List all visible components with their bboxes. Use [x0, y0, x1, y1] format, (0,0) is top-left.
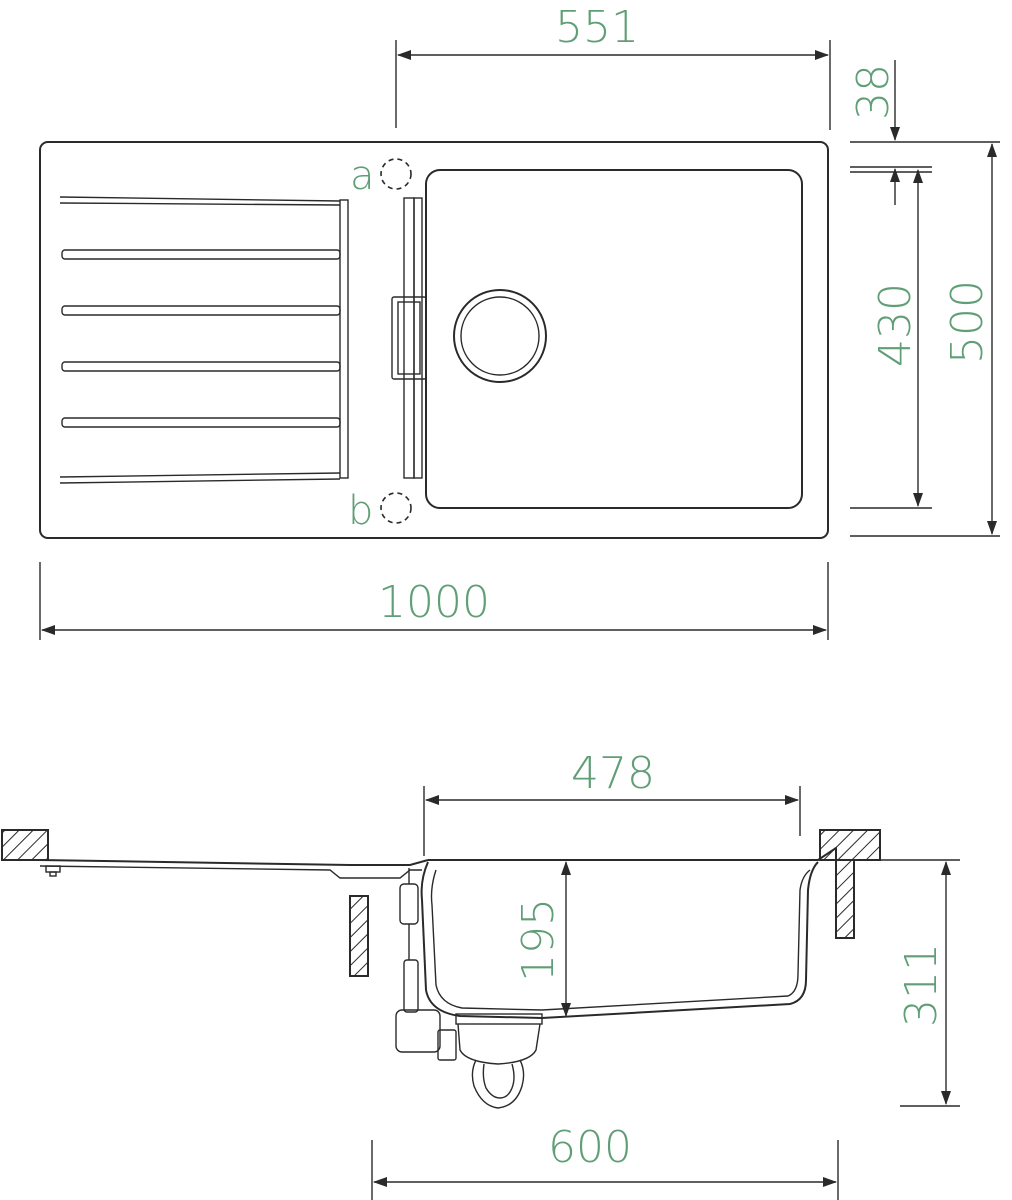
- tap-hole-b-label: b: [348, 488, 373, 534]
- dimension-bowl-inner-width: 478: [423, 748, 801, 856]
- svg-text:551: 551: [555, 2, 639, 53]
- tap-hole-a-icon: [380, 158, 412, 190]
- drainboard: [59, 196, 349, 484]
- svg-text:311: 311: [896, 943, 947, 1027]
- svg-text:430: 430: [870, 283, 921, 367]
- overflow-strip: [391, 197, 427, 479]
- svg-text:478: 478: [571, 748, 655, 799]
- drain-inner: [460, 296, 540, 376]
- svg-text:500: 500: [942, 280, 993, 364]
- side-view: 478 195 311 600: [1, 748, 960, 1200]
- dimension-overall-depth: 500: [850, 143, 1000, 537]
- drainboard-profile: [39, 859, 429, 879]
- countertop-right: [819, 829, 881, 861]
- svg-text:600: 600: [548, 1122, 632, 1173]
- tap-hole-a-label: a: [350, 153, 375, 199]
- sink-outline: [39, 141, 829, 539]
- bowl-outline: [425, 169, 803, 509]
- drain-assembly: [395, 868, 543, 1109]
- svg-text:1000: 1000: [378, 577, 490, 628]
- tap-hole-b-icon: [380, 492, 412, 524]
- cabinet-wall-left: [349, 895, 369, 977]
- bowl-profile: [420, 846, 837, 1020]
- svg-text:195: 195: [513, 898, 564, 982]
- svg-text:38: 38: [848, 64, 899, 120]
- dimension-overall-width: 1000: [39, 562, 829, 640]
- countertop-left: [1, 829, 49, 861]
- drain-outer: [453, 289, 547, 383]
- cabinet-wall-right: [835, 859, 855, 939]
- dimension-rim-offset: 38: [848, 60, 1000, 205]
- dimension-bowl-depth: 430: [850, 169, 932, 509]
- dimension-bowl-width: 551: [395, 2, 831, 130]
- dimension-total-height: 311: [880, 859, 960, 1107]
- dimension-cabinet-width: 600: [371, 1122, 839, 1200]
- dimension-bowl-height: 195: [513, 861, 571, 1017]
- top-view: a b 551 38 430 500: [39, 2, 1000, 640]
